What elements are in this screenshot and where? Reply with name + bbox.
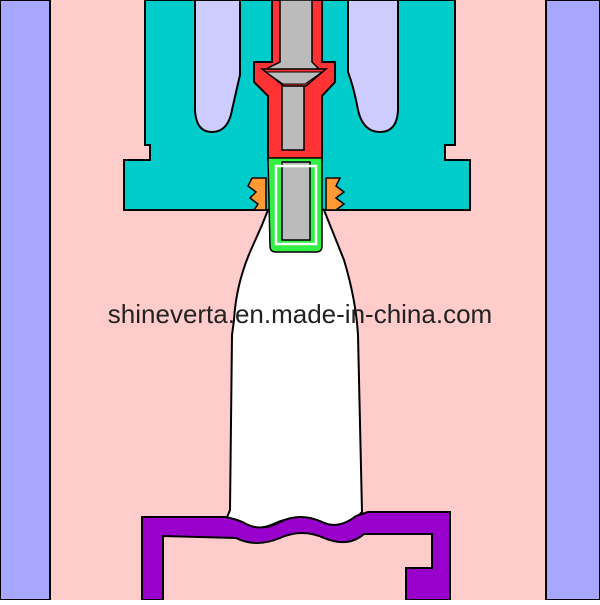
left-mold-wall [0,0,51,601]
thread-lug-left [247,177,267,211]
thread-lug-right [325,177,346,211]
left-air-channel [194,0,241,134]
preform-neck-inner [281,161,311,241]
base-mold [141,511,451,601]
preform-neck-liner [274,164,318,246]
right-mold-wall [545,0,600,601]
right-air-channel [347,0,399,134]
blow-pin-taper [264,71,324,85]
watermark-text: shineverta.en.made-in-china.com [108,299,492,329]
